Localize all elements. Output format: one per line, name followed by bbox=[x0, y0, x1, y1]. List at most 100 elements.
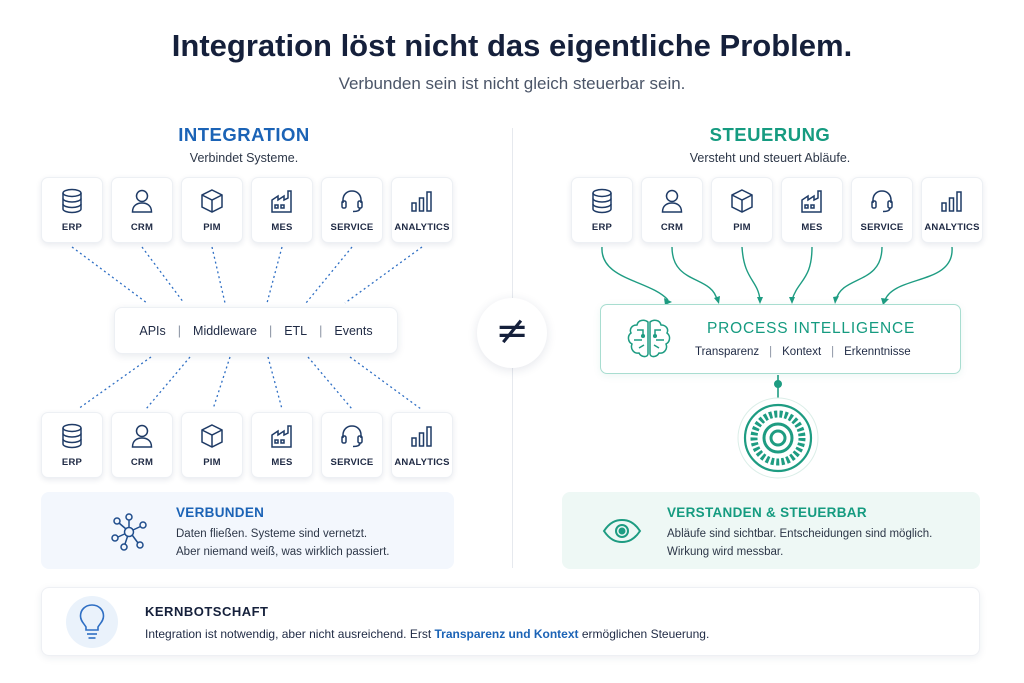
kernbotschaft-text: Integration ist notwendig, aber nicht au… bbox=[145, 627, 709, 641]
tile-service-bottom: SERVICE bbox=[321, 412, 383, 478]
pi-separator: | bbox=[831, 346, 835, 358]
middleware-item: Events bbox=[334, 323, 373, 338]
kern-highlight: Transparenz und Kontext bbox=[434, 627, 579, 641]
not-equal-symbol: ≠ bbox=[495, 308, 529, 354]
tile-label: MES bbox=[801, 222, 823, 233]
tile-mes-right: MES bbox=[781, 177, 843, 243]
tile-service: SERVICE bbox=[321, 177, 383, 243]
verstanden-line1: Abläufe sind sichtbar. Entscheidungen si… bbox=[667, 528, 933, 540]
pi-item: Transparenz bbox=[695, 346, 760, 358]
tile-analytics-right: ANALYTICS bbox=[921, 177, 983, 243]
middleware-separator: | bbox=[268, 323, 273, 338]
tile-analytics: ANALYTICS bbox=[391, 177, 453, 243]
verstanden-title: VERSTANDEN & STEUERBAR bbox=[667, 505, 867, 520]
tile-label: CRM bbox=[130, 222, 154, 233]
process-intelligence-box bbox=[600, 304, 961, 374]
tile-label: PIM bbox=[203, 457, 221, 468]
verstanden-box bbox=[562, 492, 980, 569]
tile-erp: ERP bbox=[41, 177, 103, 243]
kern-text-before: Integration ist notwendig, aber nicht au… bbox=[145, 627, 435, 641]
pi-stem-dot bbox=[774, 380, 782, 388]
tile-analytics-bottom: ANALYTICS bbox=[391, 412, 453, 478]
tile-label: PIM bbox=[733, 222, 751, 233]
steuerung-title: STEUERUNG bbox=[709, 124, 831, 145]
pi-item: Erkenntnisse bbox=[844, 346, 911, 358]
bar-chart-icon bbox=[411, 191, 432, 212]
tile-service-right: SERVICE bbox=[851, 177, 913, 243]
verbunden-line2: Aber niemand weiß, was wirklich passiert… bbox=[176, 546, 390, 558]
factory-icon bbox=[271, 190, 292, 213]
tile-label: CRM bbox=[130, 457, 154, 468]
middleware-separator: | bbox=[319, 323, 323, 338]
steuerung-connectors bbox=[601, 246, 953, 301]
integration-subtitle: Verbindet Systeme. bbox=[189, 151, 299, 165]
tile-mes: MES bbox=[251, 177, 313, 243]
tile-mes-bottom: MES bbox=[251, 412, 313, 478]
process-intelligence-title: PROCESS INTELLIGENCE bbox=[707, 320, 916, 337]
tile-crm-bottom: CRM bbox=[111, 412, 173, 478]
kern-text-after: ermöglichen Steuerung. bbox=[578, 627, 710, 641]
pi-separator: | bbox=[769, 346, 773, 358]
tile-label: ANALYTICS bbox=[924, 222, 980, 233]
lightbulb-icon bbox=[79, 604, 105, 639]
tile-label: ERP bbox=[61, 222, 83, 233]
network-icon bbox=[111, 513, 147, 551]
tile-erp-bottom: ERP bbox=[41, 412, 103, 478]
integration-bottom-connectors bbox=[77, 356, 422, 410]
process-intelligence-items: Transparenz | Kontext | Erkenntnisse bbox=[695, 346, 911, 358]
database-icon bbox=[62, 423, 82, 449]
pi-item: Kontext bbox=[782, 346, 822, 358]
integration-title: INTEGRATION bbox=[178, 124, 310, 145]
eye-icon bbox=[602, 518, 642, 544]
control-dial-icon bbox=[737, 397, 819, 479]
factory-icon bbox=[271, 425, 292, 448]
database-icon bbox=[592, 188, 612, 214]
tile-erp-right: ERP bbox=[571, 177, 633, 243]
tile-label: PIM bbox=[203, 222, 221, 233]
tile-label: ANALYTICS bbox=[394, 457, 450, 468]
page-subtitle: Verbunden sein ist nicht gleich steuerba… bbox=[338, 74, 686, 93]
headset-icon bbox=[871, 190, 893, 213]
user-icon bbox=[131, 189, 153, 213]
middleware-separator: | bbox=[177, 323, 182, 338]
tile-label: SERVICE bbox=[860, 222, 904, 233]
page-title: Integration löst nicht das eigentliche P… bbox=[171, 28, 853, 63]
kernbotschaft-title: KERNBOTSCHAFT bbox=[145, 604, 269, 619]
tile-label: MES bbox=[271, 457, 293, 468]
not-equal-badge: ≠ bbox=[477, 298, 547, 368]
tile-crm: CRM bbox=[111, 177, 173, 243]
tile-label: ANALYTICS bbox=[394, 222, 450, 233]
user-icon bbox=[131, 424, 153, 448]
middleware-item: APIs bbox=[139, 323, 166, 338]
user-icon bbox=[661, 189, 683, 213]
verbunden-line1: Daten fließen. Systeme sind vernetzt. bbox=[176, 528, 368, 540]
bar-chart-icon bbox=[941, 191, 962, 212]
headset-icon bbox=[341, 425, 363, 448]
verbunden-title: VERBUNDEN bbox=[176, 505, 265, 520]
middleware-bar: APIs | Middleware | ETL | Events bbox=[114, 307, 398, 354]
tile-pim-right: PIM bbox=[711, 177, 773, 243]
middleware-item: ETL bbox=[284, 323, 308, 338]
verstanden-line2: Wirkung wird messbar. bbox=[667, 546, 784, 558]
box-icon bbox=[731, 189, 753, 213]
box-icon bbox=[201, 189, 223, 213]
verbunden-box bbox=[41, 492, 454, 569]
tile-label: SERVICE bbox=[330, 457, 374, 468]
tile-label: SERVICE bbox=[330, 222, 374, 233]
brain-icon bbox=[627, 319, 671, 358]
integration-top-connectors bbox=[71, 246, 423, 304]
tile-crm-right: CRM bbox=[641, 177, 703, 243]
database-icon bbox=[62, 188, 82, 214]
kernbotschaft-box bbox=[41, 587, 980, 656]
tile-pim: PIM bbox=[181, 177, 243, 243]
tile-label: ERP bbox=[591, 222, 613, 233]
steuerung-subtitle: Versteht und steuert Abläufe. bbox=[689, 151, 851, 165]
tile-label: MES bbox=[271, 222, 293, 233]
tile-label: CRM bbox=[660, 222, 684, 233]
steuerung-arrowheads bbox=[664, 296, 889, 305]
bar-chart-icon bbox=[411, 426, 432, 447]
tile-label: ERP bbox=[61, 457, 83, 468]
tile-pim-bottom: PIM bbox=[181, 412, 243, 478]
box-icon bbox=[201, 424, 223, 448]
